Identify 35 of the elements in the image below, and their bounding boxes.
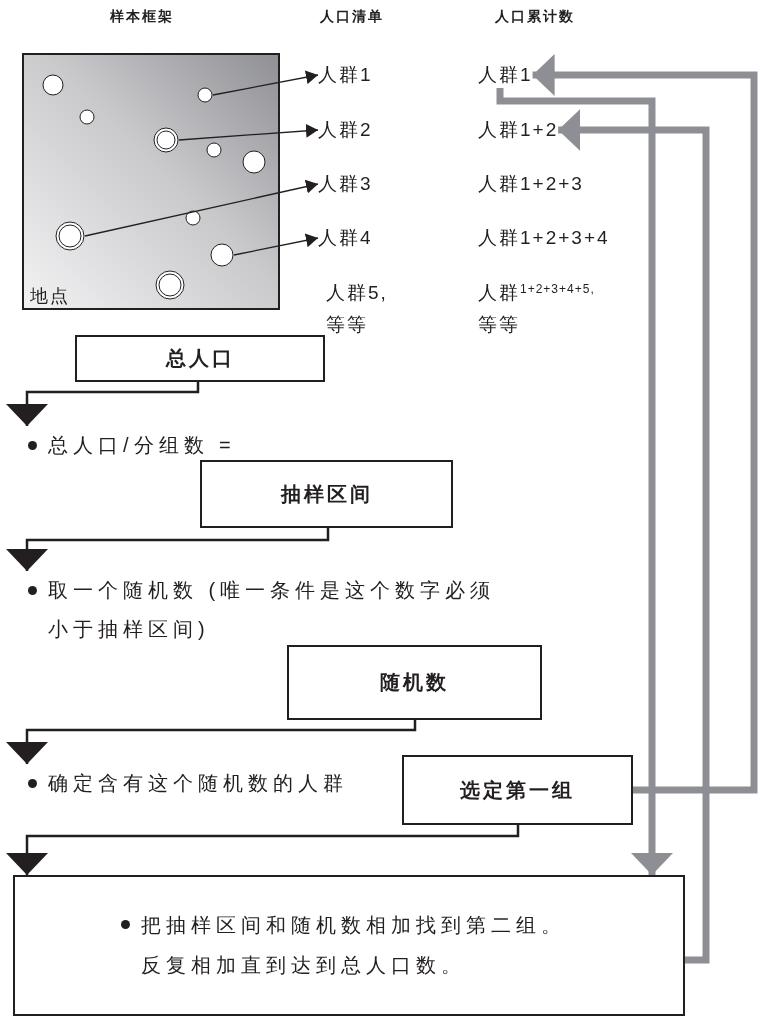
location-circle — [153, 127, 179, 153]
leader-arrow — [178, 123, 319, 141]
process-box — [13, 875, 685, 1016]
process-box: 选定第一组 — [402, 755, 633, 825]
group-label: 人群5,等等 — [326, 281, 389, 337]
group-label: 人群1+2+3 — [478, 172, 584, 196]
column-heading: 人口累计数 — [495, 8, 575, 26]
location-circle — [55, 221, 85, 251]
arrow — [6, 720, 417, 764]
process-box: 随机数 — [287, 645, 542, 720]
step-text: 确定含有这个随机数的人群 — [22, 764, 392, 803]
leader-arrow — [212, 70, 319, 96]
leader-arrow — [84, 179, 319, 237]
step-text: 把抽样区间和随机数相加找到第二组。反复相加直到达到总人口数。 — [115, 905, 581, 985]
column-heading: 人口清单 — [320, 8, 384, 26]
arrow — [6, 825, 520, 875]
location-label: 地点 — [30, 285, 70, 308]
group-label: 人群$^{1+2+3+4+5,}$等等 — [478, 281, 596, 337]
group-label: 人群4 — [318, 225, 373, 251]
column-heading: 样本框架 — [110, 8, 174, 26]
arrow — [6, 528, 330, 571]
process-box: 抽样区间 — [200, 460, 453, 528]
group-label: 人群2 — [318, 117, 373, 143]
arrow — [532, 54, 758, 794]
group-label: 人群1 — [478, 62, 533, 88]
group-label: 人群1+2 — [478, 117, 559, 143]
process-box: 总人口 — [75, 335, 325, 382]
location-circle — [210, 243, 234, 267]
arrow — [6, 382, 200, 426]
group-label: 人群1 — [318, 62, 373, 88]
arrow — [558, 109, 710, 964]
group-label: 人群1+2+3+4 — [478, 226, 610, 250]
location-circle — [197, 87, 213, 103]
group-label: 人群3 — [318, 171, 373, 197]
leader-arrow — [233, 233, 319, 256]
